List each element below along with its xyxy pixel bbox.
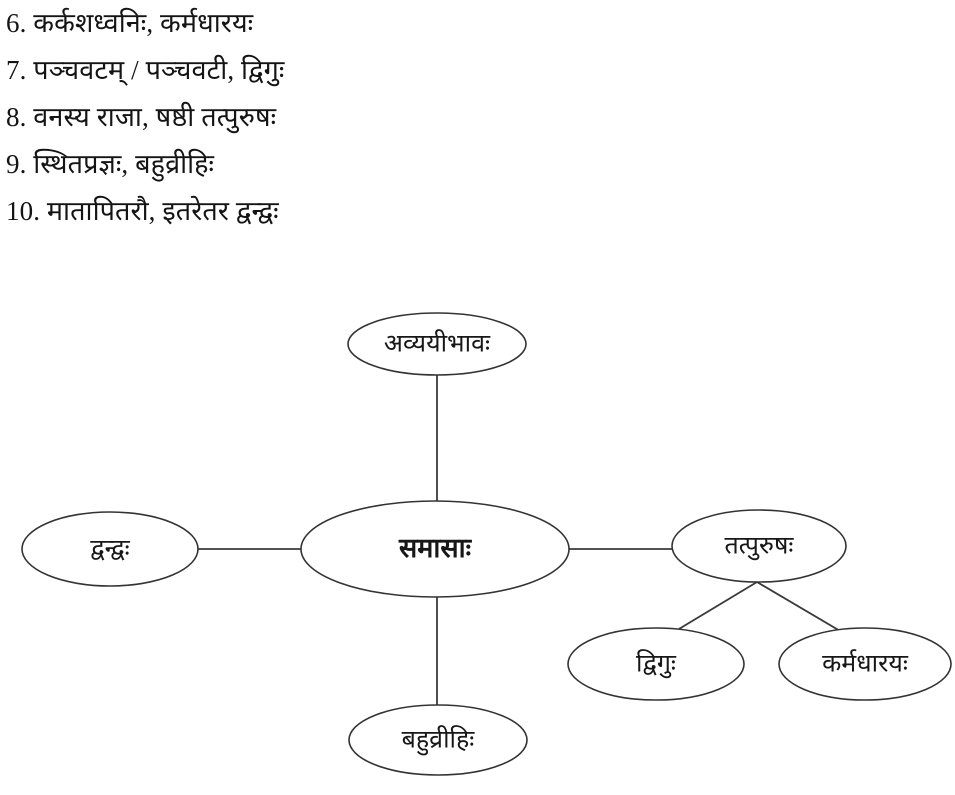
node-bahuvrihi-label: बहुव्रीहिः (402, 725, 476, 756)
edge-tatpurusha-karmadharaya (756, 581, 853, 639)
node-samasa-ellipse (300, 500, 570, 598)
node-dvandva-ellipse (21, 511, 199, 587)
node-dvandva[interactable]: द्वन्द्वः (21, 511, 199, 587)
answer-line-10: 10. मातापितरौ, इतरेतर द्वन्द्वः (6, 196, 279, 226)
node-avyayibhava-label: अव्ययीभावः (384, 329, 491, 358)
answer-line-7: 7. पञ्चवटम् / पञ्चवटी, द्विगुः (6, 55, 285, 85)
node-tatpurusha[interactable]: तत्पुरुषः (671, 509, 847, 583)
answer-list: 6. कर्कशध्वनिः, कर्मधारयः 7. पञ्चवटम् / … (6, 0, 606, 235)
node-karmadharaya[interactable]: कर्मधारयः (778, 627, 952, 701)
node-karmadharaya-ellipse (778, 627, 952, 701)
node-tatpurusha-ellipse (671, 509, 847, 583)
answer-line-6: 6. कर्कशध्वनिः, कर्मधारयः (6, 8, 254, 38)
node-dvigu-ellipse (567, 627, 745, 701)
node-dvigu-label: द्विगुः (636, 649, 677, 679)
diagram-edges (198, 375, 853, 707)
answer-line-9: 9. स्थितप्रज्ञः, बहुव्रीहिः (6, 149, 215, 179)
node-avyayibhava-ellipse (347, 312, 527, 376)
node-bahuvrihi[interactable]: बहुव्रीहिः (348, 704, 528, 776)
answer-line-8: 8. वनस्य राजा, षष्ठी तत्पुरुषः (6, 102, 277, 132)
node-avyayibhava[interactable]: अव्ययीभावः (347, 312, 527, 376)
node-tatpurusha-label: तत्पुरुषः (725, 533, 795, 561)
node-samasa-root[interactable]: समासाः (300, 500, 570, 598)
node-dvigu[interactable]: द्विगुः (567, 627, 745, 701)
node-samasa-label: समासाः (398, 533, 473, 563)
node-dvandva-label: द्वन्द्वः (90, 536, 130, 563)
node-bahuvrihi-ellipse (348, 704, 528, 776)
node-karmadharaya-label: कर्मधारयः (822, 649, 909, 678)
